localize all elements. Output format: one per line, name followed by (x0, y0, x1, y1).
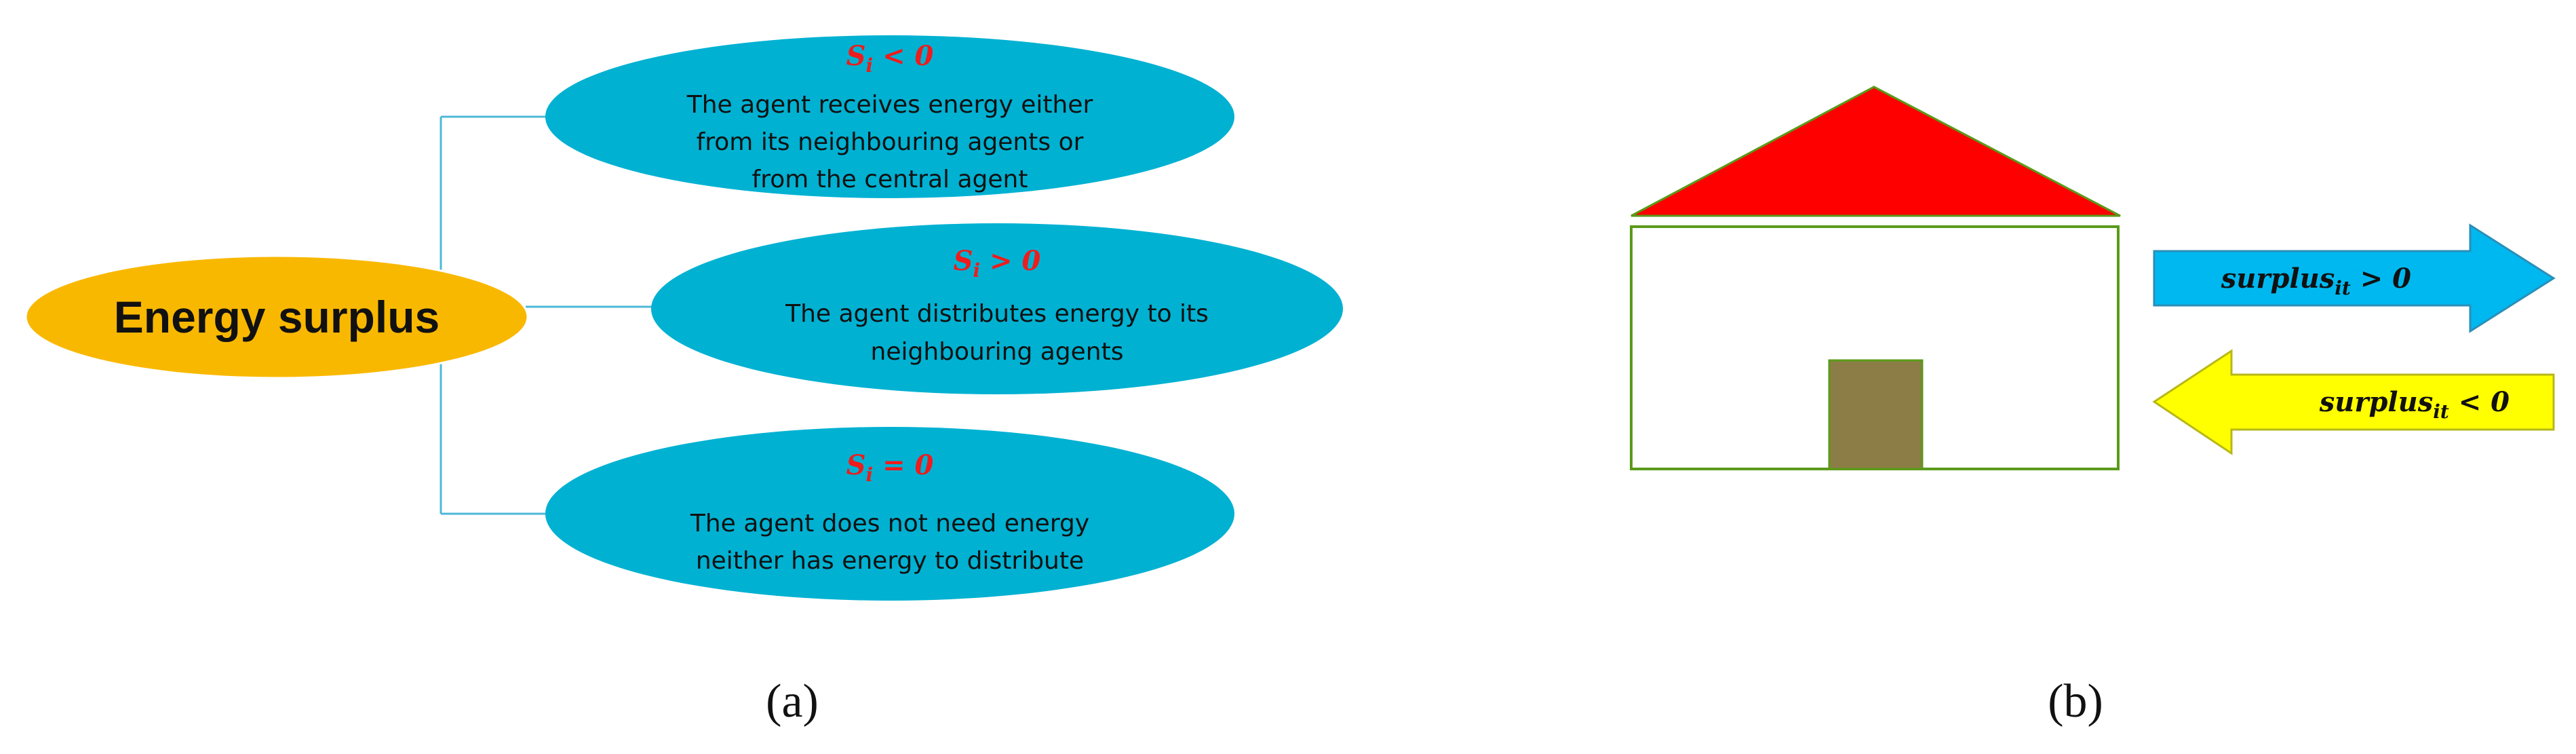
node-text-line: The agent distributes energy to its (785, 300, 1209, 328)
house-illustration (1630, 86, 2121, 470)
condition-node-negative: Si < 0 The agent receives energy either … (545, 35, 1234, 198)
node-text-line: neighbouring agents (871, 338, 1124, 366)
panel-label-b: (b) (2048, 675, 2103, 728)
central-label: Energy surplus (114, 292, 440, 342)
condition-ellipse (545, 427, 1234, 601)
node-text-line: neither has energy to distribute (696, 547, 1084, 575)
outgoing-surplus-arrow: surplusit > 0 (2153, 223, 2556, 333)
condition-label: Si < 0 (846, 40, 934, 77)
node-text-line: from its neighbouring agents or (697, 128, 1084, 156)
arrow-in-label: surplusit < 0 (2319, 386, 2510, 423)
arrow-right-shape (2153, 223, 2556, 333)
condition-ellipse (651, 223, 1343, 394)
condition-label: Si > 0 (954, 245, 1041, 282)
central-ellipse (24, 255, 529, 379)
panel-label-a: (a) (766, 675, 819, 728)
condition-label: Si = 0 (846, 449, 934, 486)
node-text-line: from the central agent (752, 166, 1028, 193)
incoming-surplus-arrow: surplusit < 0 (2152, 349, 2555, 455)
arrow-left-shape (2152, 349, 2555, 455)
house-door (1828, 359, 1924, 470)
node-text-line: The agent does not need energy (690, 510, 1089, 538)
house-roof (1631, 86, 2121, 217)
node-text-line: The agent receives energy either (686, 91, 1093, 119)
arrow-out-label: surplusit > 0 (2221, 263, 2411, 299)
condition-node-zero: Si = 0 The agent does not need energy ne… (545, 427, 1234, 601)
central-node: Energy surplus (24, 255, 529, 379)
condition-node-positive: Si > 0 The agent distributes energy to i… (651, 223, 1343, 394)
condition-ellipse (545, 35, 1234, 198)
